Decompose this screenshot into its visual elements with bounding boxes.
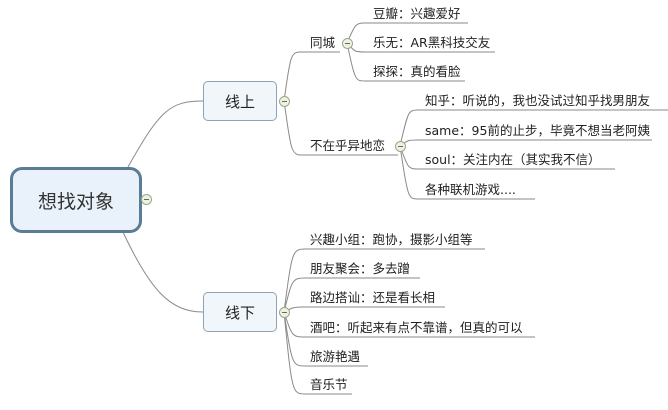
connector-leaf	[399, 145, 535, 200]
leaf-lewu[interactable]: 乐无：AR黑科技交友	[373, 35, 491, 50]
leaf-bar[interactable]: 酒吧：听起来有点不靠谱，但真的可以	[310, 320, 523, 335]
leaf-travel[interactable]: 旅游艳遇	[310, 349, 361, 364]
topic-long-distance[interactable]: 不在乎异地恋	[310, 138, 386, 153]
leaf-zhihu[interactable]: 知乎：听说的，我也没试过知乎找男朋友	[425, 93, 651, 108]
leaf-interest-groups[interactable]: 兴趣小组：跑协，摄影小组等	[310, 232, 473, 247]
leaf-friend-gatherings[interactable]: 朋友聚会：多去蹭	[310, 261, 411, 276]
connector-leaf	[283, 306, 445, 313]
leaf-music-festival[interactable]: 音乐节	[310, 377, 348, 392]
leaf-douban[interactable]: 豆瓣：兴趣爱好	[373, 6, 461, 21]
branch-label: 线下	[224, 303, 255, 322]
connector-leaf	[399, 139, 652, 147]
branch-label: 线上	[224, 92, 255, 111]
connector-leaf	[283, 248, 485, 313]
leaf-same[interactable]: same：95前的止步，毕竟不想当老阿姨	[425, 123, 650, 138]
root-topic-label: 想找对象	[37, 190, 114, 213]
collapse-icon[interactable]	[395, 141, 406, 152]
leaf-soul[interactable]: soul：关注内在（其实我不信）	[425, 152, 601, 167]
connector-leaf	[399, 109, 668, 147]
connector-online-yidi	[283, 100, 398, 156]
connector-leaf	[283, 311, 535, 338]
connector-leaf	[346, 42, 465, 82]
connector-leaf	[346, 22, 468, 44]
connector-leaf	[399, 145, 615, 170]
connector-leaf	[283, 311, 368, 367]
root-topic[interactable]: 想找对象	[10, 167, 142, 233]
topic-tongcheng[interactable]: 同城	[310, 35, 336, 50]
branch-online[interactable]: 线上	[203, 81, 277, 121]
connector-root-offline	[121, 229, 204, 313]
leaf-street-approach[interactable]: 路边搭讪：还是看长相	[310, 290, 436, 305]
collapse-icon[interactable]	[342, 38, 353, 49]
leaf-online-games[interactable]: 各种联机游戏....	[425, 182, 516, 197]
branch-offline[interactable]: 线下	[203, 292, 277, 332]
leaf-tantan[interactable]: 探探：真的看脸	[373, 64, 461, 79]
collapse-icon[interactable]	[141, 194, 152, 205]
connector-leaf	[283, 277, 420, 313]
connector-online-tongcheng	[283, 51, 340, 102]
connector-leaf	[283, 311, 352, 395]
collapse-icon[interactable]	[279, 96, 290, 107]
collapse-icon[interactable]	[279, 307, 290, 318]
connector-root-online	[127, 100, 204, 168]
